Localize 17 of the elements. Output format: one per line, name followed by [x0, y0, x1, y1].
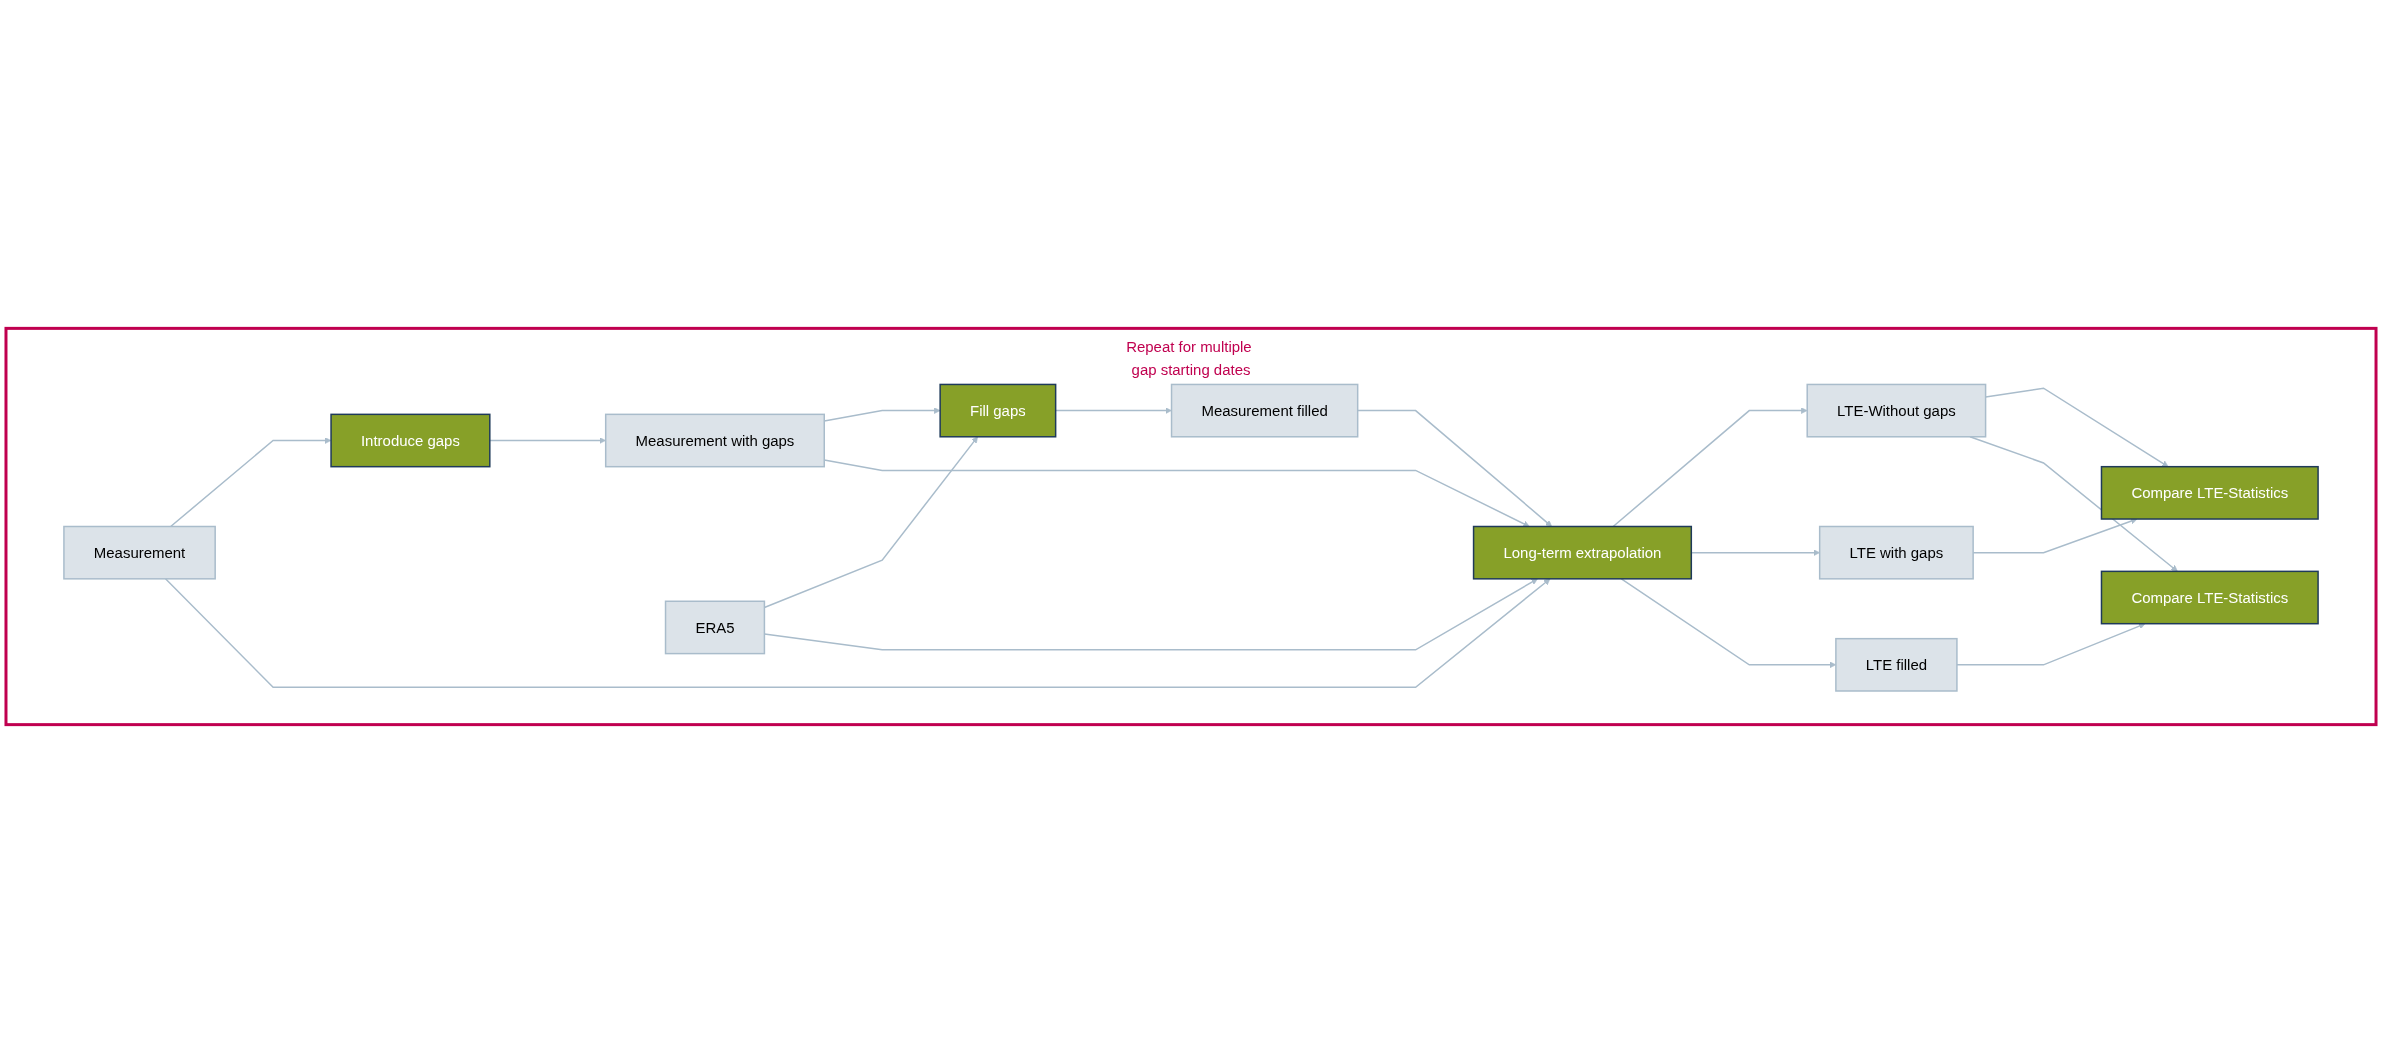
node-box: Compare LTE-Statistics — [2100, 570, 2319, 625]
node-box: Compare LTE-Statistics — [2100, 465, 2319, 520]
node-box: LTE filled — [1835, 637, 1958, 692]
arrow — [169, 437, 332, 528]
node-box: LTE with gaps — [1818, 525, 1974, 580]
node-box: Measurement filled — [1170, 383, 1359, 438]
arrow — [1612, 407, 1808, 528]
arrow — [489, 437, 606, 444]
arrow — [164, 578, 1551, 688]
node-box: Long-term extrapolation — [1472, 525, 1693, 580]
node-box: Measurement — [63, 525, 216, 580]
arrow — [1956, 622, 2146, 666]
node-box: Fill gaps — [939, 383, 1057, 438]
node-box: LTE-Without gaps — [1806, 383, 1987, 438]
node-box: ERA5 — [664, 600, 766, 655]
node-box: Measurement with gaps — [604, 413, 825, 468]
node-box: Introduce gaps — [330, 413, 491, 468]
